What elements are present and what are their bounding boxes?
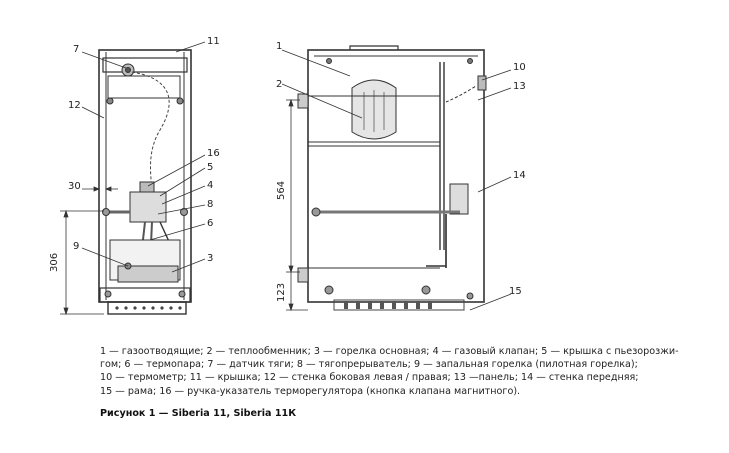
legend-line: гом; 6 — термопара; 7 — датчик тяги; 8 —… — [100, 359, 638, 371]
callout-7: 7 — [73, 44, 79, 55]
callout-16: 16 — [207, 148, 220, 159]
callout-10: 10 — [513, 62, 526, 73]
callout-15: 15 — [509, 286, 522, 297]
callout-2: 2 — [276, 79, 282, 90]
right-view — [297, 45, 487, 311]
gas-valve — [129, 191, 167, 223]
dimension-306: 306 — [49, 253, 60, 272]
callout-1: 1 — [276, 41, 282, 52]
left-top-cover — [102, 57, 188, 73]
dimension-123: 123 — [276, 283, 287, 302]
callout-13: 13 — [513, 81, 526, 92]
main-burner — [117, 265, 179, 283]
callout-5: 5 — [207, 162, 213, 173]
figure-caption: Рисунок 1 — Siberia 11, Siberia 11К — [100, 408, 297, 419]
callout-14: 14 — [513, 170, 526, 181]
callout-9: 9 — [73, 241, 79, 252]
boiler-diagram: 7 11 12 16 5 4 8 6 9 3 30 306 — [49, 36, 526, 316]
legend: 1 — газоотводящие; 2 — теплообменник; 3 … — [100, 345, 710, 398]
dimension-564: 564 — [276, 181, 287, 200]
callout-11: 11 — [207, 36, 220, 47]
callout-3: 3 — [207, 253, 213, 264]
legend-line: 15 — рама; 16 — ручка-указатель терморег… — [100, 385, 521, 397]
dimension-30: 30 — [68, 181, 81, 192]
callout-4: 4 — [207, 180, 213, 191]
left-view — [98, 49, 192, 315]
legend-line: 1 — газоотводящие; 2 — теплообменник; 3 … — [100, 346, 679, 357]
callout-6: 6 — [207, 218, 213, 229]
callout-12: 12 — [68, 100, 81, 111]
callout-8: 8 — [207, 199, 213, 210]
legend-line: 10 — термометр; 11 — крышка; 12 — стенка… — [100, 372, 639, 384]
